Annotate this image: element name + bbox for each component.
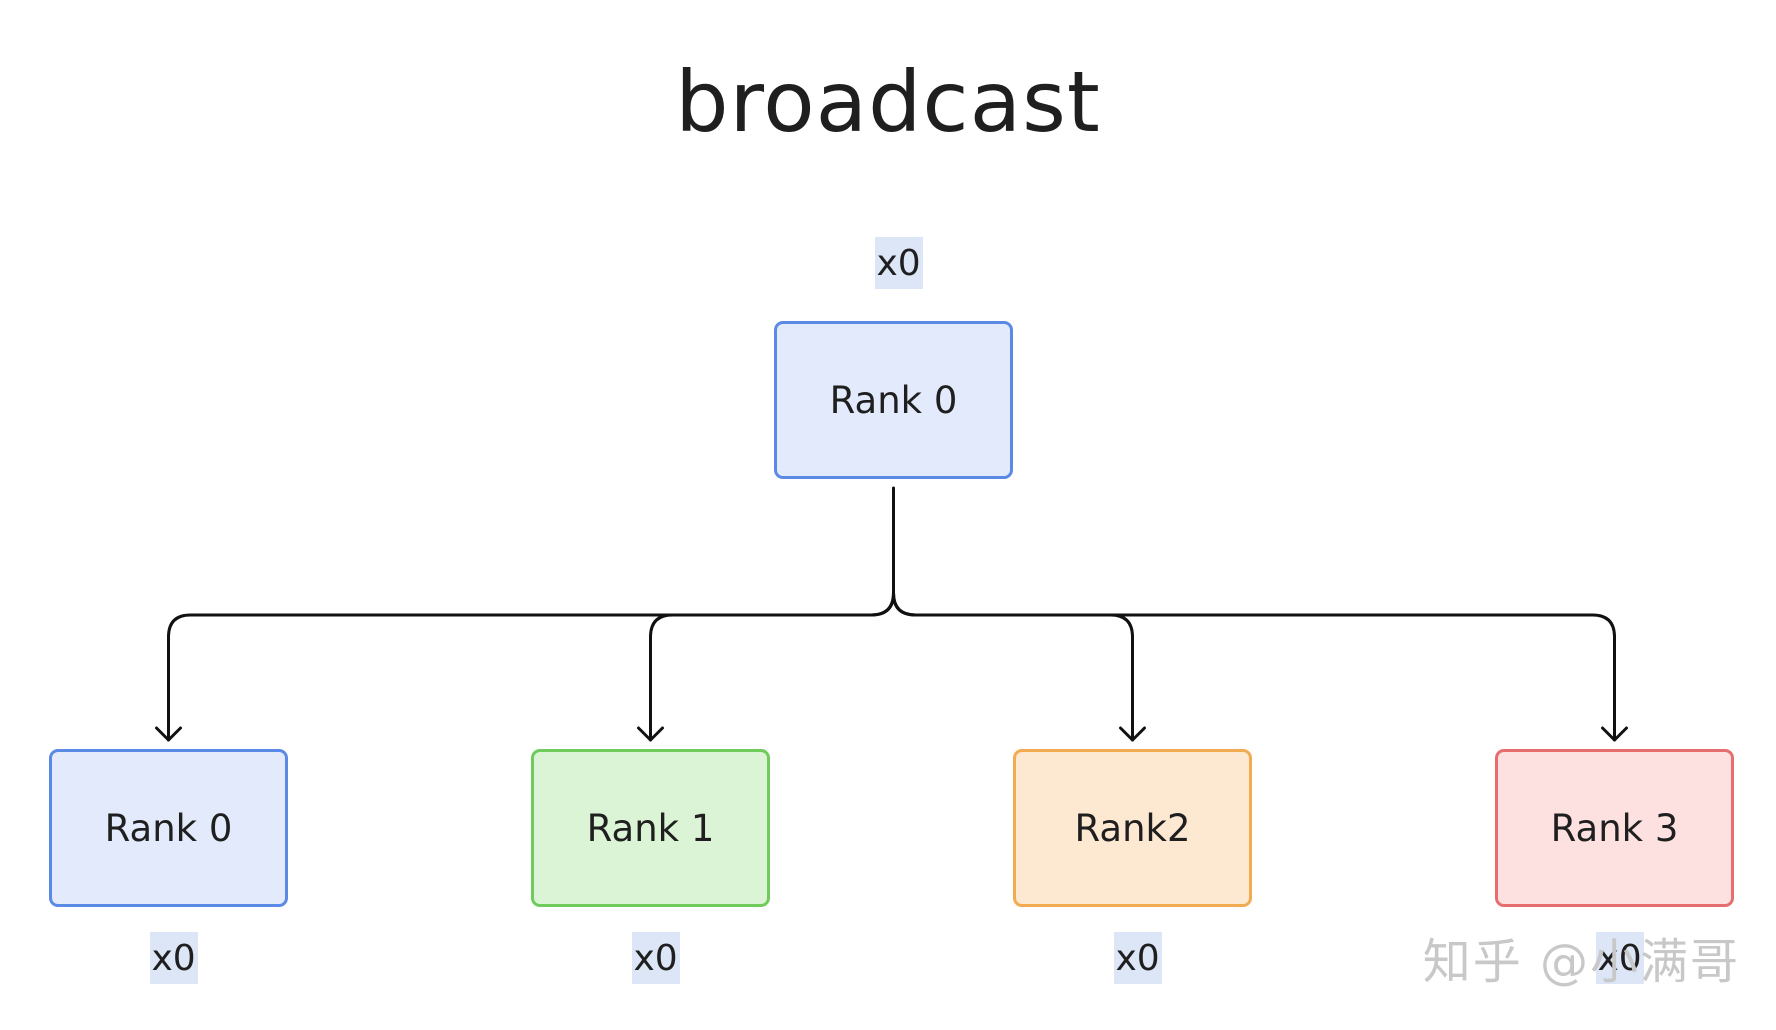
target-data-chip-2: x0	[1113, 932, 1162, 984]
arrowhead-0	[155, 726, 182, 742]
connector-to-target-1	[649, 591, 895, 742]
target-rank-node-0: Rank 0	[49, 749, 288, 907]
arrowhead-3	[1601, 726, 1628, 742]
source-rank-node: Rank 0	[774, 321, 1013, 479]
diagram-title: broadcast	[675, 53, 1101, 151]
target-data-chip-3: x0	[1595, 932, 1644, 984]
arrowhead-1	[637, 726, 664, 742]
target-data-chip-1: x0	[631, 932, 680, 984]
connector-to-target-3	[892, 591, 1616, 742]
target-rank-node-2: Rank2	[1013, 749, 1252, 907]
target-rank-node-3: Rank 3	[1495, 749, 1734, 907]
source-data-chip: x0	[874, 237, 923, 289]
target-rank-node-1: Rank 1	[531, 749, 770, 907]
target-data-chip-0: x0	[149, 932, 198, 984]
arrowhead-2	[1119, 726, 1146, 742]
